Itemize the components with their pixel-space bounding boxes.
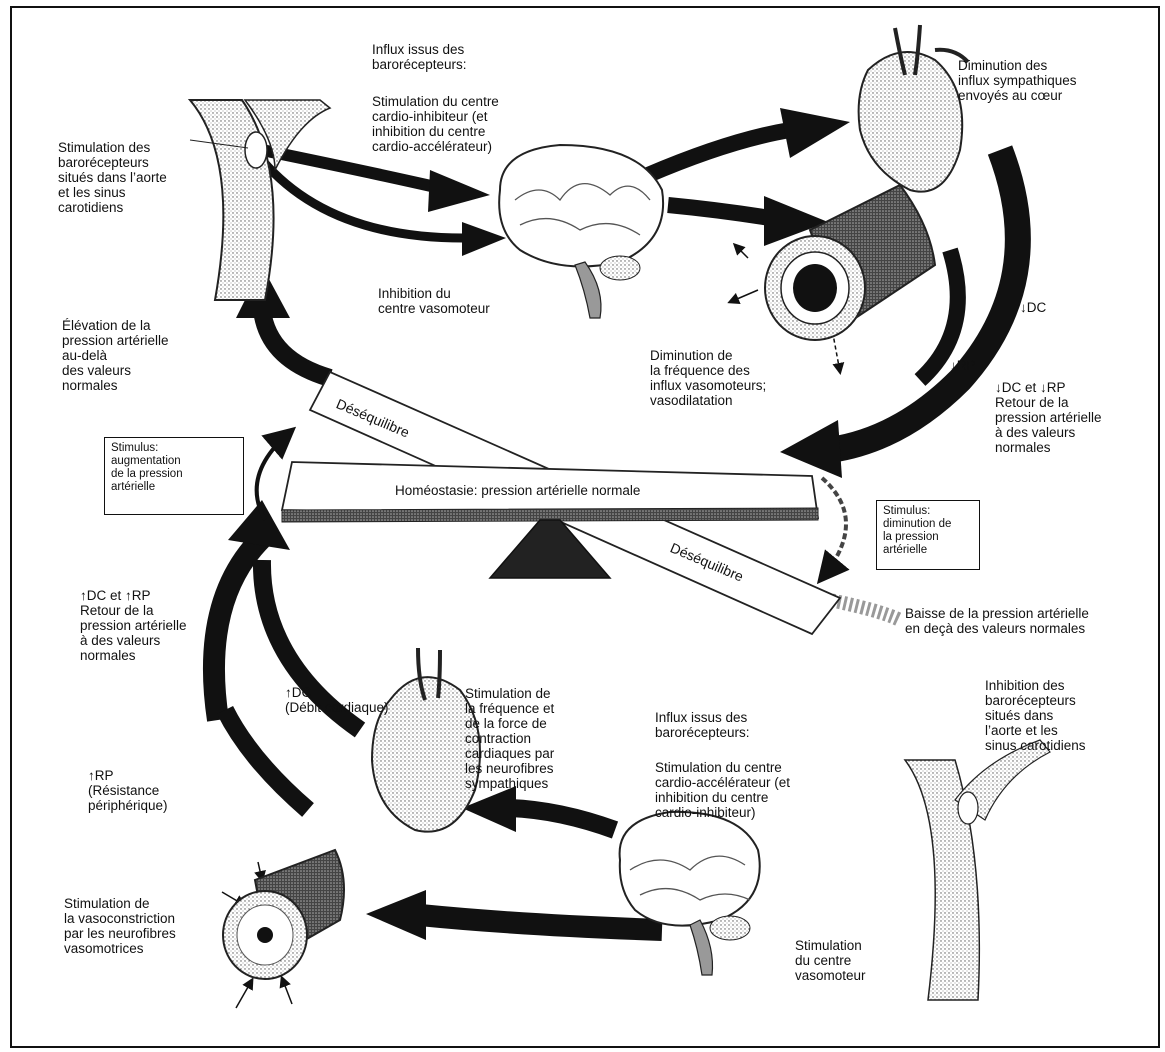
bottom-baroreceptor-vessel-illustration [905, 740, 1050, 1000]
bottom-constricted-vessel-illustration [223, 850, 344, 979]
influx-bottom-body: Stimulation du centre cardio-accélérateu… [655, 760, 790, 820]
retour-bottom-label: ↑DC et ↑RP Retour de la pression artérie… [80, 588, 187, 663]
dim-sympa-label: Diminution des influx sympathiques envoy… [958, 58, 1077, 103]
vessel-dilation-arrow-2 [730, 290, 758, 302]
stim-freq-label: Stimulation de la fréquence et de la for… [465, 686, 554, 791]
flow-arrow-baroreceptor-to-brain [262, 150, 490, 212]
dim-freq-label: Diminution de la fréquence des influx va… [650, 348, 766, 408]
dc-down-label: ↓DC [1020, 300, 1046, 315]
flow-arrow-brain-to-vessel-bottom [366, 890, 662, 940]
dc-up-label: ↑DC (Débit cardiaque) [285, 685, 389, 715]
flow-arrow-vessel-up-left [225, 710, 308, 810]
stim-baro-label: Stimulation des barorécepteurs situés da… [58, 140, 167, 215]
retour-top-label: ↓DC et ↓RP Retour de la pression artérie… [995, 380, 1102, 455]
bottom-heart-illustration [372, 648, 480, 832]
flow-arrow-brain-to-heart-bottom [462, 786, 615, 832]
top-brain-illustration [499, 145, 663, 318]
elevation-label: Élévation de la pression artérielle au-d… [62, 318, 169, 393]
inhib-vaso-label: Inhibition du centre vasomoteur [378, 286, 490, 316]
stim-centre-label: Stimulation du centre vasomoteur [795, 938, 866, 983]
influx-top-title: Influx issus des barorécepteurs: [372, 42, 467, 72]
bottom-brain-illustration [620, 812, 760, 975]
vessel-dilation-arrow-1 [735, 245, 748, 258]
stim-vasoc-label: Stimulation de la vasoconstriction par l… [64, 896, 176, 956]
flow-arrow-vessel-to-homeostasis-left [214, 500, 290, 720]
flow-arrow-brain-to-heart [648, 108, 850, 175]
homeostasis-label: Homéostasie: pression artérielle normale [395, 483, 640, 498]
stimulus-decrease-box: Stimulus: diminution de la pression arté… [876, 500, 980, 570]
influx-bottom-title: Influx issus des barorécepteurs: [655, 710, 750, 740]
baisse-label: Baisse de la pression artérielle en deçà… [905, 606, 1089, 636]
stimulus-increase-box: Stimulus: augmentation de la pression ar… [104, 437, 244, 515]
stimulus-decrease-arrow [822, 478, 846, 578]
constriction-arrow-3 [236, 980, 252, 1008]
rp-down-label: ↓RP [950, 358, 976, 373]
constriction-arrow-4 [282, 978, 292, 1004]
influx-top-body: Stimulation du centre cardio-inhibiteur … [372, 94, 499, 154]
rp-up-label: ↑RP (Résistance périphérique) [88, 768, 168, 813]
inhib-baro-label: Inhibition des barorécepteurs situés dan… [985, 678, 1086, 753]
top-heart-illustration [859, 25, 968, 192]
